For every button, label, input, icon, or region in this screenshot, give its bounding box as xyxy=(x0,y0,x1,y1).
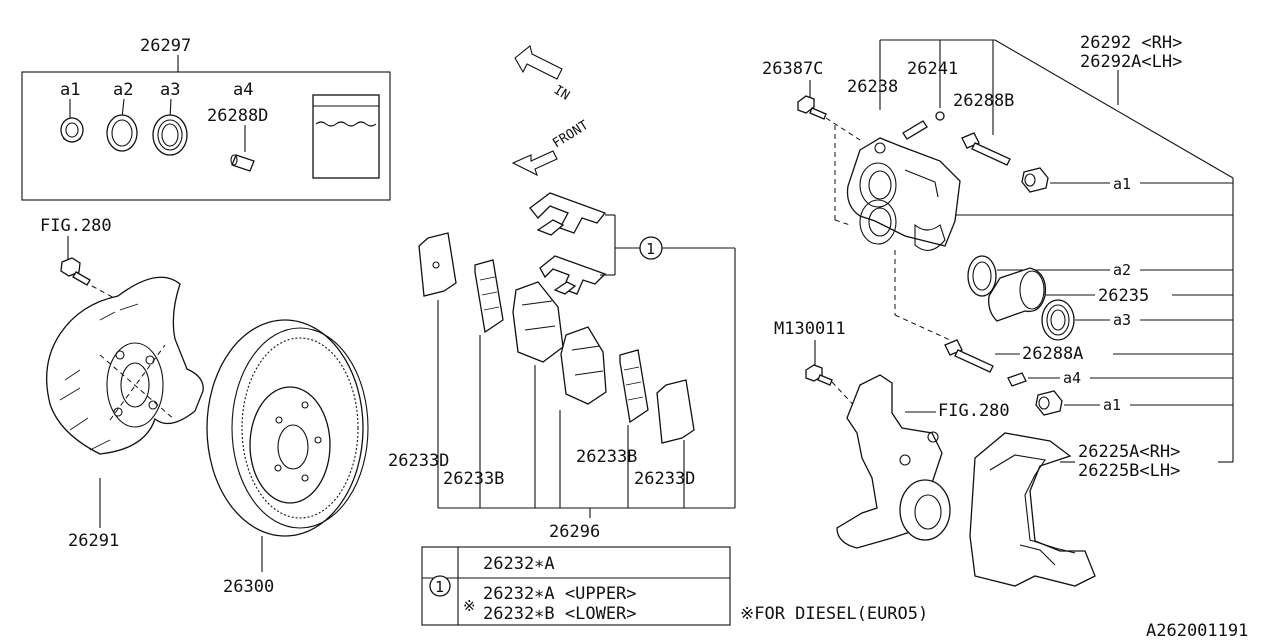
pin-sleeve-icon-2 xyxy=(1007,372,1027,387)
callout-number: 1 xyxy=(646,240,655,258)
caliper-support-icon xyxy=(969,432,1096,587)
piston-boot-icon-2 xyxy=(1041,299,1075,341)
backing-fig-ref: FIG.280 xyxy=(40,216,112,236)
bleeder-screw-icon xyxy=(902,111,945,140)
piston-seal-icon xyxy=(106,114,138,152)
knuckle-bolt-label: M130011 xyxy=(774,319,846,339)
caliper-bolt-label: 26387C xyxy=(762,59,823,79)
table-row1-text: 26232∗A xyxy=(483,554,555,574)
a1-bottom-label: a1 xyxy=(1103,396,1121,414)
inner-shim-right-icon xyxy=(619,349,649,424)
steering-knuckle-icon xyxy=(836,374,951,549)
pad-table-frame xyxy=(421,546,731,626)
table-row2-upper: 26232∗A <UPPER> xyxy=(483,584,637,604)
drawing-id: A262001191 xyxy=(1146,621,1248,640)
kit-item-a3-label: a3 xyxy=(160,80,180,100)
caliper-body-icon xyxy=(846,137,961,251)
inner-shim-left-icon xyxy=(474,259,504,334)
a4-label: a4 xyxy=(1063,369,1081,387)
in-arrow-label: IN xyxy=(551,83,572,104)
caliper-assy-lh-label: 26292A<LH> xyxy=(1080,52,1182,72)
table-row2-callout-circle xyxy=(429,575,451,597)
outer-shim-left-icon xyxy=(418,232,457,297)
kit-item-a2-label: a2 xyxy=(113,80,133,100)
front-arrow-label: FRONT xyxy=(550,118,591,152)
brake-pad-left-icon xyxy=(512,281,564,363)
bolt-dash xyxy=(825,117,861,141)
knuckle-fig-label: FIG.280 xyxy=(938,401,1010,421)
table-row2-callout: 1 xyxy=(435,578,444,596)
caliper-bolt-icon xyxy=(797,95,827,120)
a2-label: a2 xyxy=(1113,261,1131,279)
kit-part-label: 26297 xyxy=(140,36,191,56)
repair-kit-group: 26297 a1 a2 a3 a4 26288D xyxy=(21,36,391,201)
support-lh-label: 26225B<LH> xyxy=(1078,461,1180,481)
guide-boot-top-icon xyxy=(1021,167,1049,193)
table-row2-mark: ※ xyxy=(463,597,476,615)
knuckle-bolt-icon xyxy=(805,364,833,386)
caliper-assy-rh-label: 26292 <RH> xyxy=(1080,33,1182,53)
bolt-icon xyxy=(60,257,91,286)
shim-inner-right-label: 26233B xyxy=(576,447,637,467)
a3-label: a3 xyxy=(1113,311,1131,329)
kit-item-a1-label: a1 xyxy=(60,80,80,100)
pad-clip-icon xyxy=(529,192,607,236)
in-arrow-icon: IN xyxy=(514,45,572,104)
table-row2-lower: 26232∗B <LOWER> xyxy=(483,604,637,624)
caliper-group: 26387C 26238 26241 26288B 26292 <RH> 262… xyxy=(762,33,1234,587)
bolt-dash-line xyxy=(91,285,119,301)
piston-seal-icon-2 xyxy=(967,255,997,297)
pad-table: 26232∗A 1 ※ 26232∗A <UPPER> 26232∗B <LOW… xyxy=(421,546,731,626)
disc-rotor-group: 26300 xyxy=(206,319,369,597)
diesel-note: ※FOR DIESEL(EURO5) xyxy=(740,604,928,624)
guide-pin-b-label: 26288B xyxy=(953,91,1014,111)
shim-inner-left-label: 26233B xyxy=(443,469,504,489)
backing-plate-group: FIG.280 26291 xyxy=(40,216,204,551)
pad-set-label: 26296 xyxy=(549,522,600,542)
kit-box xyxy=(21,71,391,201)
guide-boot-bottom-icon xyxy=(1035,390,1063,416)
direction-arrows: IN FRONT xyxy=(511,45,591,177)
piston-icon xyxy=(988,267,1047,322)
outer-shim-right-icon xyxy=(656,379,695,444)
dust-boot-icon xyxy=(60,117,84,143)
bleeder-cap-label: 26241 xyxy=(907,59,958,79)
guide-pin-a-icon xyxy=(944,339,994,373)
grease-packet-icon xyxy=(312,94,380,179)
piston-boot-icon xyxy=(152,114,188,156)
guide-pin-b-icon xyxy=(961,132,1011,166)
disc-rotor-label: 26300 xyxy=(223,577,274,597)
pad-set-group: 1 xyxy=(388,192,736,542)
front-arrow-icon: FRONT xyxy=(511,118,591,177)
brake-pad-right-icon xyxy=(560,326,607,405)
pad-clip-lower-icon xyxy=(539,255,607,295)
bleeder-label: 26238 xyxy=(847,77,898,97)
shim-outer-left-label: 26233D xyxy=(388,451,449,471)
kit-pin-part-label: 26288D xyxy=(207,106,268,126)
assy-diagonal xyxy=(994,39,1234,179)
bolt-dash-end xyxy=(834,219,851,226)
backing-plate-label: 26291 xyxy=(68,531,119,551)
support-rh-label: 26225A<RH> xyxy=(1078,442,1180,462)
disc-rotor-icon xyxy=(206,319,369,537)
backing-plate-icon xyxy=(46,276,204,455)
pin-sleeve-icon xyxy=(230,154,255,172)
caliper-dash-2 xyxy=(894,314,951,341)
piston-label: 26235 xyxy=(1098,286,1149,306)
shim-outer-right-label: 26233D xyxy=(634,469,695,489)
pin-a-label: 26288A xyxy=(1022,344,1083,364)
a1-top-label: a1 xyxy=(1113,175,1131,193)
kit-item-a4-label: a4 xyxy=(233,80,253,100)
